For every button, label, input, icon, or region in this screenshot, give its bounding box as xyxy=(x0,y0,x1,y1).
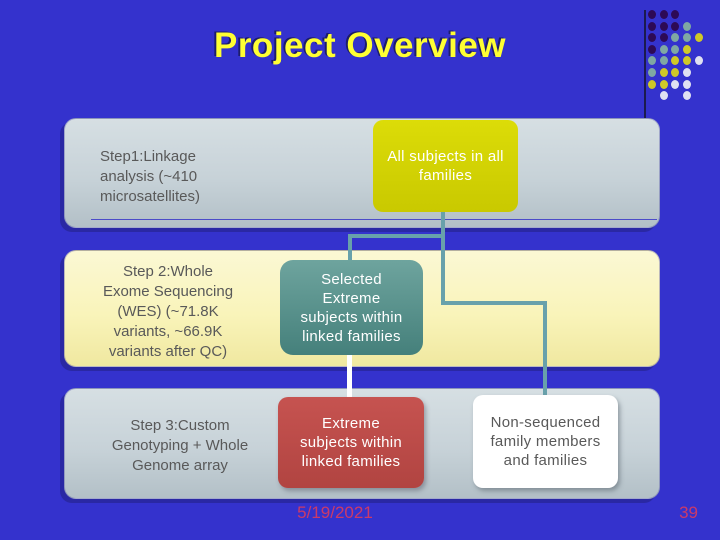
dot-pattern-grid xyxy=(648,10,712,112)
decorative-dot xyxy=(694,33,703,43)
step1-label: Step1:Linkage analysis (~410 microsatell… xyxy=(100,148,201,205)
decorative-dot xyxy=(683,21,692,31)
connector-into-white-box xyxy=(543,301,547,397)
page-number: 39 xyxy=(679,503,698,522)
decorative-dot xyxy=(659,68,668,77)
step1-panel xyxy=(64,118,660,228)
slide-title: Project Overview xyxy=(213,26,507,65)
decorative-dot xyxy=(659,79,668,89)
decorative-dot xyxy=(694,56,703,66)
decorative-dot xyxy=(683,44,692,54)
all-subjects-box: All subjects in all families xyxy=(373,120,518,212)
all-subjects-box-label: All subjects in all families xyxy=(387,148,504,184)
decorative-dot xyxy=(683,33,692,43)
decorative-dot xyxy=(648,68,656,77)
panel1-divider-line xyxy=(91,219,657,220)
decorative-dot xyxy=(671,21,680,31)
decorative-dot xyxy=(683,91,692,101)
decorative-dot xyxy=(659,21,668,31)
decorative-dot xyxy=(683,68,692,77)
decorative-dot xyxy=(683,56,692,66)
connector-teal-to-red-box xyxy=(347,352,352,399)
connector-yellow-down xyxy=(441,210,445,305)
slide-date: 5/19/2021 xyxy=(297,503,373,522)
decorative-dot xyxy=(659,56,668,66)
step3-label: Step 3:Custom Genotyping + Whole Genome … xyxy=(111,417,249,474)
connector-branch-right xyxy=(441,301,547,305)
decorative-dot xyxy=(648,56,656,66)
decorative-dot xyxy=(671,56,680,66)
decorative-dot xyxy=(648,79,656,89)
selected-extreme-box: Selected Extreme subjects within linked … xyxy=(280,260,423,355)
connector-into-teal-box xyxy=(348,234,352,262)
decorative-dot xyxy=(648,44,656,54)
decorative-dot xyxy=(659,44,668,54)
decorative-dot xyxy=(671,33,680,43)
decorative-dot xyxy=(683,79,692,89)
decorative-dot xyxy=(659,91,668,101)
decorative-dot xyxy=(659,33,668,43)
decorative-dot xyxy=(671,79,680,89)
decorative-dot xyxy=(648,33,656,43)
non-sequenced-box-label: Non-sequenced family members and familie… xyxy=(490,414,601,469)
extreme-subjects-box: Extreme subjects within linked families xyxy=(278,397,424,488)
dot-pattern-line xyxy=(644,10,646,118)
decorative-dot xyxy=(671,44,680,54)
extreme-subjects-box-label: Extreme subjects within linked families xyxy=(299,415,403,470)
decorative-dot xyxy=(671,68,680,77)
decorative-dot xyxy=(671,10,680,19)
connector-branch-left xyxy=(348,234,445,238)
step2-label: Step 2:Whole Exome Sequencing (WES) (~71… xyxy=(102,263,234,360)
decorative-dot xyxy=(648,10,656,19)
decorative-dot xyxy=(659,10,668,19)
non-sequenced-box: Non-sequenced family members and familie… xyxy=(473,395,618,488)
decorative-dot xyxy=(648,21,656,31)
selected-extreme-box-label: Selected Extreme subjects within linked … xyxy=(300,270,403,345)
